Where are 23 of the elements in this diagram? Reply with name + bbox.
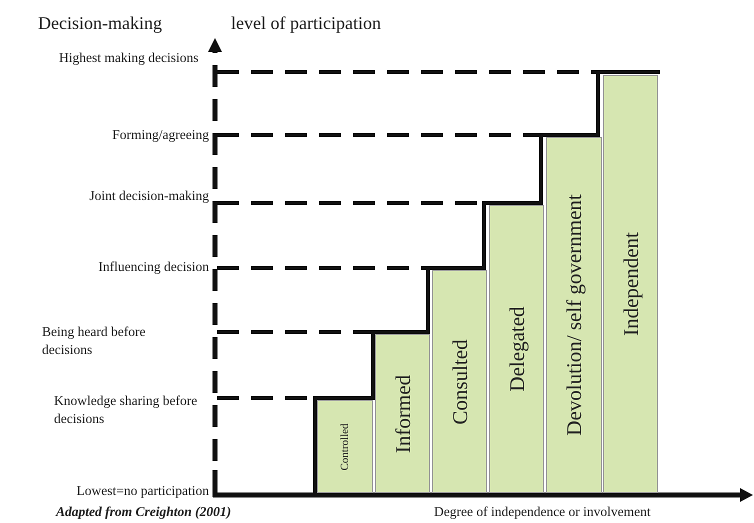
bar-label: Controlled: [338, 422, 352, 470]
level-label: Being heard before decisions: [42, 323, 146, 359]
bar-label: Informed: [392, 374, 414, 453]
axis-title: level of participation: [231, 14, 381, 32]
source-caption: Adapted from Creighton (2001): [56, 503, 232, 521]
level-label: Lowest=no participation: [76, 482, 209, 500]
level-label: Knowledge sharing before decisions: [54, 392, 198, 428]
level-label: Influencing decision: [98, 258, 209, 276]
axis-title: Decision-making: [38, 14, 162, 32]
bar-label: Delegated: [506, 306, 528, 392]
level-label: Joint decision-making: [89, 187, 209, 205]
level-bar: [375, 334, 430, 493]
level-bar: [603, 75, 658, 493]
level-bar: [432, 270, 487, 493]
bar-label: Independent: [620, 232, 642, 336]
level-bar: [546, 137, 602, 493]
level-label: Forming/agreeing: [112, 126, 209, 144]
level-bar: [317, 400, 373, 493]
bar-label: Consulted: [448, 338, 470, 424]
level-bar: [489, 205, 544, 493]
axis-title: Degree of independence or involvement: [434, 503, 651, 521]
bar-label: Devolution/ self government: [563, 194, 585, 436]
level-label: Highest making decisions: [59, 49, 200, 67]
